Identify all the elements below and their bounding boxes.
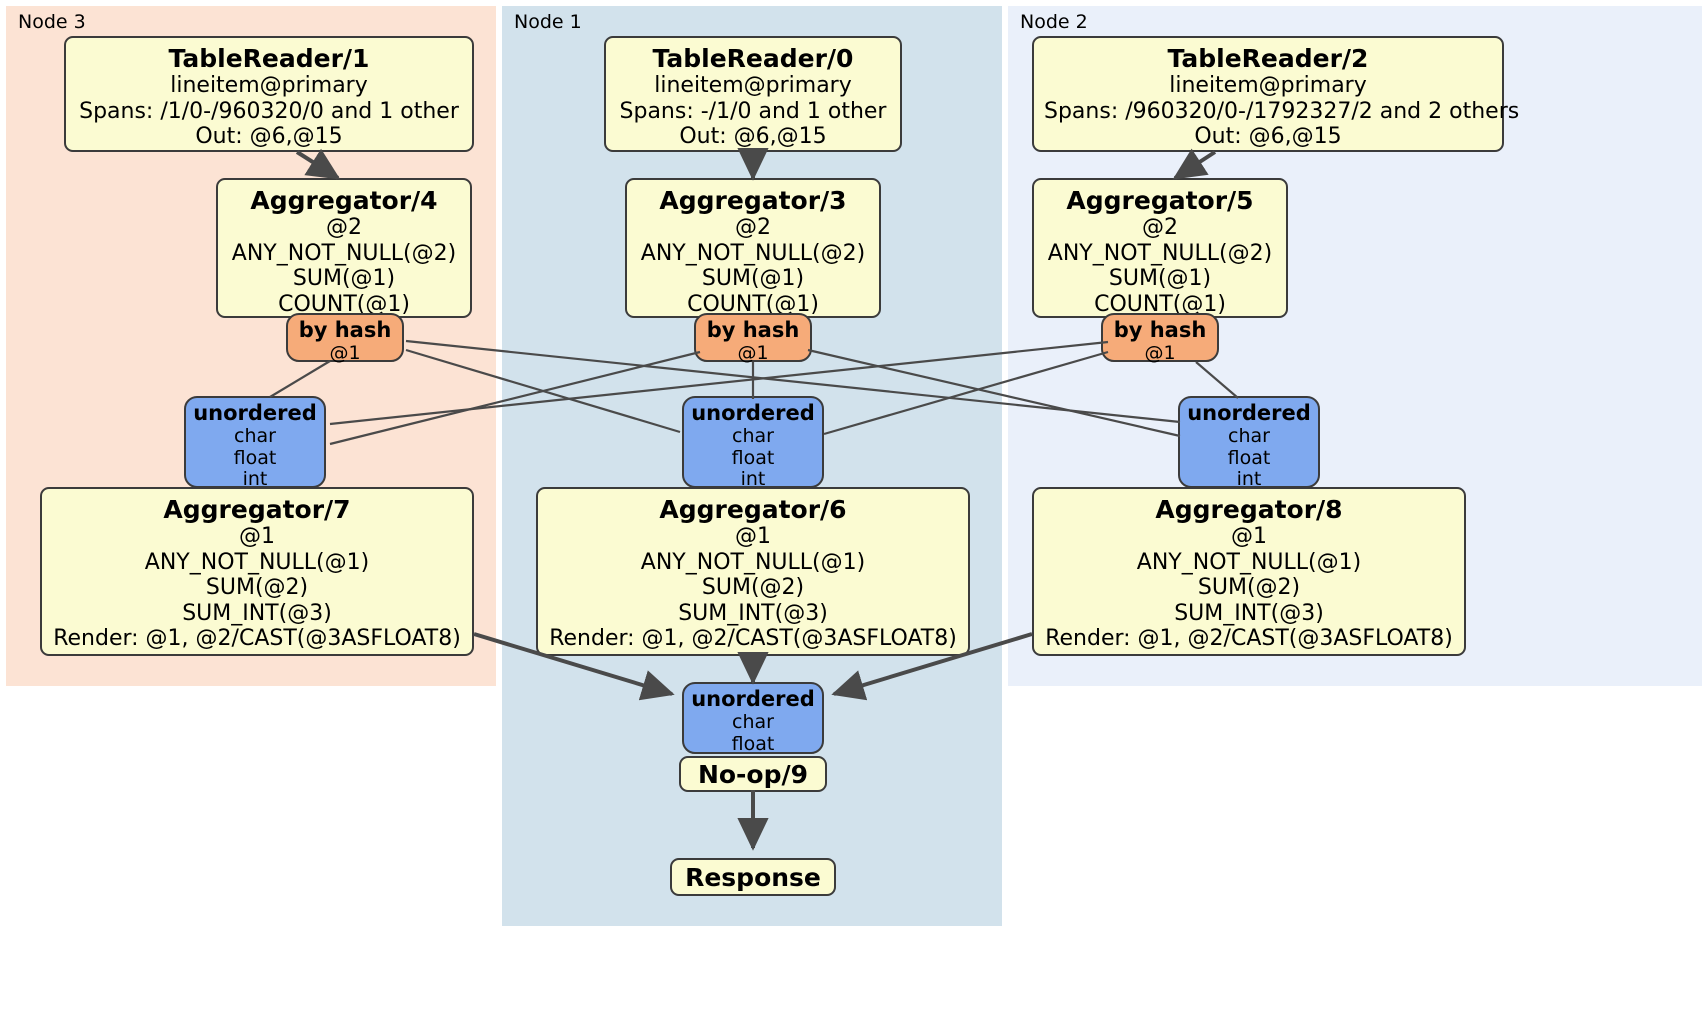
- router-title: unordered: [193, 401, 317, 425]
- processor-detail-line: Spans: /960320/0-/1792327/2 and 2 others: [1044, 98, 1520, 124]
- router-column: @1: [737, 341, 769, 364]
- processor-detail-line: ANY_NOT_NULL(@2): [640, 240, 866, 266]
- router-hash-left[interactable]: by hash @1: [286, 313, 404, 364]
- router-column: int: [740, 468, 766, 491]
- processor-title: TableReader/2: [1167, 44, 1369, 73]
- router-column: char: [732, 710, 774, 733]
- processor-title: Aggregator/8: [1155, 495, 1343, 524]
- router-unordered-right[interactable]: unordered char float int: [1178, 396, 1320, 491]
- processor-detail-line: Out: @6,@15: [195, 124, 343, 150]
- processor-noop-9[interactable]: No-op/9: [679, 756, 827, 792]
- processor-detail-line: SUM(@2): [701, 575, 805, 601]
- router-title: by hash: [706, 318, 800, 342]
- processor-detail-line: @1: [1231, 524, 1267, 549]
- processor-title: Aggregator/6: [659, 495, 847, 524]
- router-unordered-center[interactable]: unordered char float int: [682, 396, 824, 491]
- processor-render-line: Render: @1, @2/CAST(@3ASFLOAT8): [1045, 626, 1453, 652]
- router-column: float: [731, 732, 775, 755]
- processor-title: Aggregator/3: [659, 186, 847, 215]
- processor-aggregator-4[interactable]: Aggregator/4 @2 ANY_NOT_NULL(@2) SUM(@1)…: [216, 178, 472, 318]
- router-title: unordered: [691, 687, 815, 711]
- processor-detail-line: @2: [1142, 215, 1178, 240]
- router-column: @1: [1144, 341, 1176, 364]
- processor-aggregator-8[interactable]: Aggregator/8 @1 ANY_NOT_NULL(@1) SUM(@2)…: [1032, 487, 1466, 656]
- processor-response[interactable]: Response: [670, 858, 836, 896]
- node-panel-label-node3: Node 3: [18, 11, 86, 33]
- processor-detail-line: COUNT(@1): [278, 291, 410, 317]
- router-column: @1: [329, 341, 361, 364]
- processor-detail-line: ANY_NOT_NULL(@1): [144, 549, 370, 575]
- router-unordered-final[interactable]: unordered char float: [682, 682, 824, 754]
- processor-table-reader-2[interactable]: TableReader/2 lineitem@primary Spans: /9…: [1032, 36, 1520, 152]
- processor-title: TableReader/0: [652, 44, 854, 73]
- router-column: float: [1227, 446, 1271, 469]
- processor-detail-line: SUM(@1): [701, 266, 805, 292]
- router-hash-right[interactable]: by hash @1: [1101, 313, 1219, 364]
- processor-detail-line: @2: [735, 215, 771, 240]
- router-title: unordered: [691, 401, 815, 425]
- processor-detail-line: SUM(@2): [1197, 575, 1301, 601]
- processor-detail-line: ANY_NOT_NULL(@1): [640, 549, 866, 575]
- router-column: int: [242, 468, 268, 491]
- router-unordered-left[interactable]: unordered char float int: [184, 396, 326, 491]
- router-title: by hash: [1113, 318, 1207, 342]
- node-panel-label-node2: Node 2: [1020, 11, 1088, 33]
- router-column: char: [732, 424, 774, 447]
- processor-detail-line: lineitem@primary: [654, 73, 852, 98]
- processor-detail-line: lineitem@primary: [170, 73, 368, 98]
- processor-detail-line: ANY_NOT_NULL(@1): [1136, 549, 1362, 575]
- router-column: char: [234, 424, 276, 447]
- processor-detail-line: Out: @6,@15: [679, 124, 827, 150]
- processor-title: Aggregator/7: [163, 495, 351, 524]
- processor-detail-line: COUNT(@1): [1094, 291, 1226, 317]
- router-column: float: [233, 446, 277, 469]
- processor-title: No-op/9: [697, 759, 809, 789]
- processor-detail-line: ANY_NOT_NULL(@2): [1047, 240, 1273, 266]
- router-title: by hash: [298, 318, 392, 342]
- processor-render-line: Render: @1, @2/CAST(@3ASFLOAT8): [53, 626, 461, 652]
- processor-detail-line: lineitem@primary: [1169, 73, 1367, 98]
- processor-aggregator-7[interactable]: Aggregator/7 @1 ANY_NOT_NULL(@1) SUM(@2)…: [40, 487, 474, 656]
- processor-detail-line: COUNT(@1): [687, 291, 819, 317]
- processor-detail-line: Out: @6,@15: [1194, 124, 1342, 150]
- processor-aggregator-5[interactable]: Aggregator/5 @2 ANY_NOT_NULL(@2) SUM(@1)…: [1032, 178, 1288, 318]
- processor-detail-line: SUM_INT(@3): [182, 600, 332, 626]
- processor-title: Response: [685, 862, 821, 892]
- processor-title: Aggregator/5: [1066, 186, 1254, 215]
- processor-detail-line: SUM_INT(@3): [1174, 600, 1324, 626]
- router-column: float: [731, 446, 775, 469]
- processor-title: TableReader/1: [168, 44, 370, 73]
- processor-detail-line: Spans: /1/0-/960320/0 and 1 other: [79, 98, 459, 124]
- processor-title: Aggregator/4: [250, 186, 438, 215]
- processor-detail-line: Spans: -/1/0 and 1 other: [619, 98, 887, 124]
- processor-aggregator-6[interactable]: Aggregator/6 @1 ANY_NOT_NULL(@1) SUM(@2)…: [536, 487, 970, 656]
- processor-detail-line: SUM(@2): [205, 575, 309, 601]
- router-title: unordered: [1187, 401, 1311, 425]
- processor-detail-line: ANY_NOT_NULL(@2): [231, 240, 457, 266]
- processor-detail-line: @2: [326, 215, 362, 240]
- router-column: char: [1228, 424, 1270, 447]
- processor-render-line: Render: @1, @2/CAST(@3ASFLOAT8): [549, 626, 957, 652]
- processor-aggregator-3[interactable]: Aggregator/3 @2 ANY_NOT_NULL(@2) SUM(@1)…: [625, 178, 881, 318]
- node-panel-label-node1: Node 1: [514, 11, 582, 33]
- router-hash-center[interactable]: by hash @1: [694, 313, 812, 364]
- processor-detail-line: @1: [239, 524, 275, 549]
- processor-detail-line: @1: [735, 524, 771, 549]
- processor-table-reader-1[interactable]: TableReader/1 lineitem@primary Spans: /1…: [64, 36, 474, 152]
- processor-detail-line: SUM(@1): [292, 266, 396, 292]
- router-column: int: [1236, 468, 1262, 491]
- processor-table-reader-0[interactable]: TableReader/0 lineitem@primary Spans: -/…: [604, 36, 902, 152]
- processor-detail-line: SUM(@1): [1108, 266, 1212, 292]
- processor-detail-line: SUM_INT(@3): [678, 600, 828, 626]
